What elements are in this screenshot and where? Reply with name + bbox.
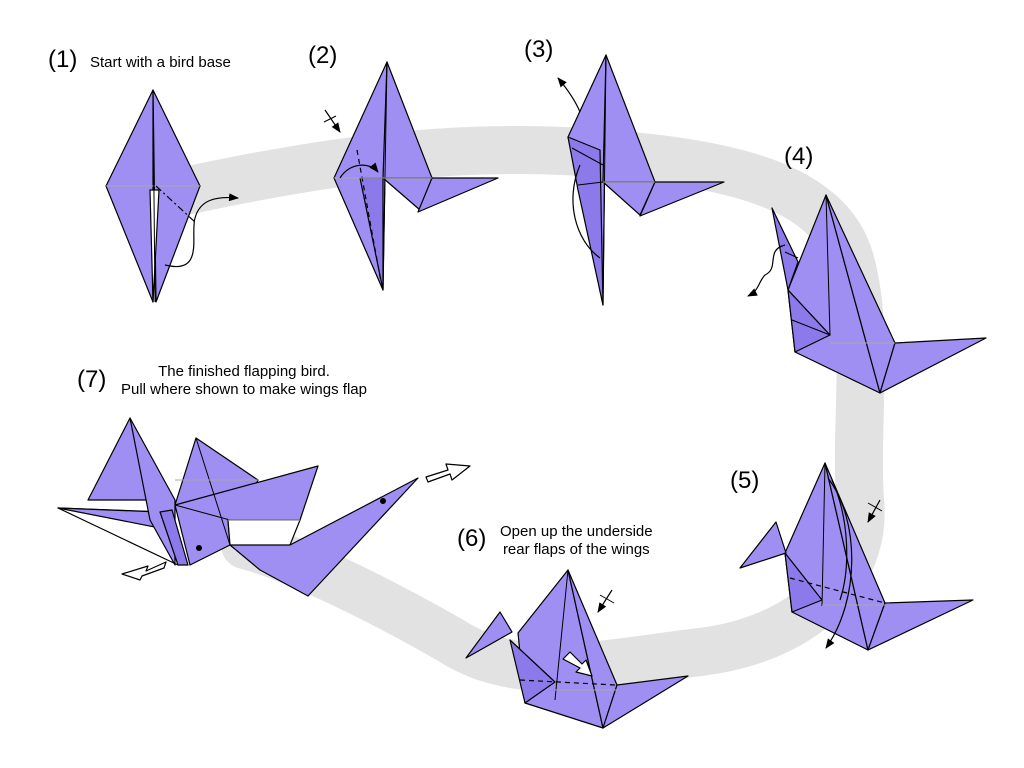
step-1-bird-base bbox=[105, 89, 239, 303]
step-2-neck-tail bbox=[323, 61, 499, 291]
step-6-caption-line-1: Open up the underside bbox=[500, 523, 653, 540]
step-5-number: (5) bbox=[730, 467, 760, 494]
pull-arrow-icon bbox=[121, 561, 167, 581]
pull-arrow-icon bbox=[425, 463, 471, 483]
turn-over-icon bbox=[597, 589, 613, 613]
step-6-caption-line-2: rear flaps of the wings bbox=[502, 541, 650, 558]
fold-arrow-icon bbox=[164, 193, 239, 268]
step-1-number: (1) bbox=[48, 46, 78, 73]
step-2-number: (2) bbox=[308, 42, 338, 69]
progress-path-band bbox=[166, 125, 885, 692]
step-7-number: (7) bbox=[77, 366, 107, 393]
step-4-inside-reverse-neck bbox=[747, 194, 987, 394]
step-6-number: (6) bbox=[457, 525, 487, 552]
turn-over-icon bbox=[867, 499, 881, 523]
step-4-number: (4) bbox=[784, 143, 814, 170]
step-7-caption-line-1: The finished flapping bird. bbox=[158, 363, 330, 380]
fold-arrow-icon bbox=[557, 77, 581, 113]
step-5-fold-wings bbox=[739, 462, 974, 651]
step-6-open-flaps bbox=[465, 569, 689, 729]
step-3-number: (3) bbox=[524, 36, 554, 63]
turn-over-icon bbox=[324, 109, 341, 133]
fold-arrow-icon bbox=[339, 162, 379, 179]
step-7-caption-line-2: Pull where shown to make wings flap bbox=[121, 381, 367, 398]
step-3-fold-neck bbox=[557, 54, 725, 306]
fold-arrow-icon bbox=[747, 244, 786, 297]
pull-arrow-icon bbox=[562, 651, 593, 677]
step-7-caption: The finished flapping bird. Pull where s… bbox=[121, 363, 367, 399]
step-1-caption: Start with a bird base bbox=[90, 54, 231, 71]
step-7-finished-bird bbox=[57, 417, 471, 597]
step-6-caption: Open up the underside rear flaps of the … bbox=[500, 523, 653, 559]
